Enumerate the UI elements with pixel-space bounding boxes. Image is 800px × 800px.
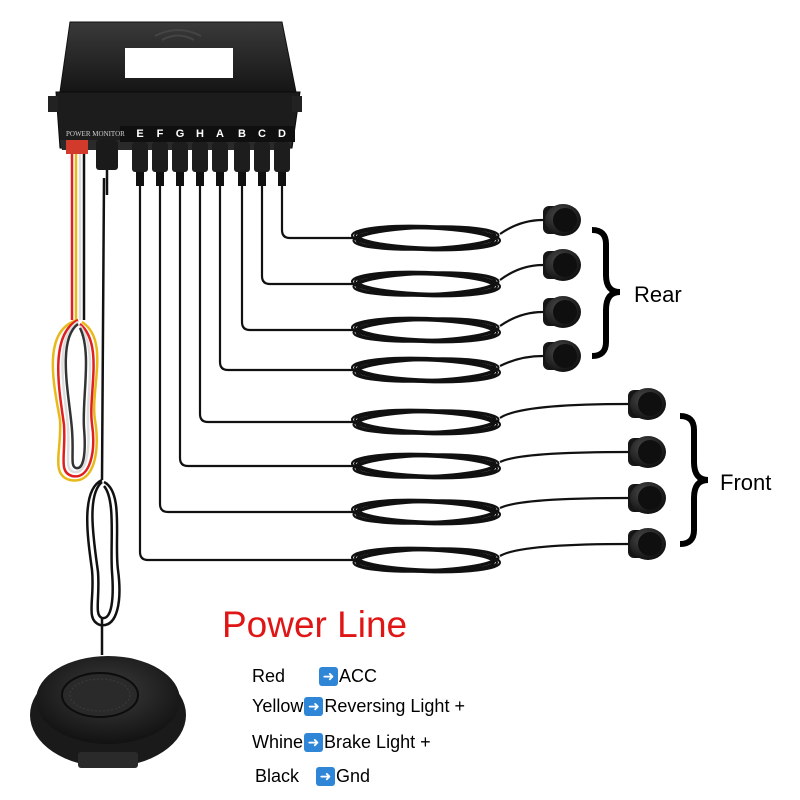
channel-letter-c: C [258, 128, 266, 140]
wire-target-label: Gnd [336, 766, 371, 786]
connector-boot [216, 172, 224, 186]
right-arrow-icon: ➜ [319, 667, 338, 686]
connector-boot [136, 172, 144, 186]
wire-target-label: Brake Light + [324, 732, 431, 752]
sensor-cable [280, 186, 355, 240]
wire-color-label: Black [255, 766, 300, 786]
channel-letter-h: H [196, 128, 204, 140]
connector-boot [196, 172, 204, 186]
rear-label: Rear [634, 282, 682, 307]
sensor-cable [158, 186, 355, 514]
channel-connectors [132, 142, 290, 186]
cable-coil [350, 546, 502, 574]
sensor-lead [499, 218, 544, 235]
channel-letter-a: A [216, 128, 224, 140]
power-line-title: Power Line [222, 604, 408, 645]
wire-color-label: Whine [252, 732, 304, 752]
right-arrow-icon: ➜ [316, 767, 335, 786]
wire-color-label: Red [252, 666, 286, 686]
cable-coil [350, 224, 502, 252]
ultrasonic-sensor [543, 249, 581, 281]
power-wire-bundle [51, 140, 99, 482]
connector-plug [274, 142, 290, 172]
buzzer-cable [86, 140, 121, 655]
channel-label-strip [120, 126, 295, 142]
connector-plug [152, 142, 168, 172]
sensor-lead [499, 496, 629, 509]
wire-target-label: Reversing Light + [324, 696, 465, 716]
channel-letter-f: F [157, 128, 164, 140]
ultrasonic-sensor [628, 528, 666, 560]
sensor-lead [499, 450, 629, 463]
sensor-cable [218, 186, 355, 372]
connector-plug [254, 142, 270, 172]
sensor-lead [499, 263, 544, 281]
right-arrow-icon: ➜ [304, 697, 324, 716]
channel-letter-b: B [238, 128, 246, 140]
front-label: Front [720, 470, 772, 495]
connector-boot [156, 172, 164, 186]
ultrasonic-sensor [628, 388, 666, 420]
connector-plug [192, 142, 208, 172]
connector-boot [258, 172, 266, 186]
wire-color-label: Yellow [252, 696, 304, 716]
connector-boot [176, 172, 184, 186]
power-monitor-port-label: POWER MONITOR [66, 130, 125, 138]
ultrasonic-sensor [543, 204, 581, 236]
sensor-cable [240, 186, 355, 332]
channel-letter-e: E [136, 128, 143, 140]
sensor-cable [260, 186, 355, 286]
ultrasonic-sensor [628, 436, 666, 468]
cable-coil [350, 408, 502, 436]
ultrasonic-sensor [543, 340, 581, 372]
legend-row-white: Whine ➜ Brake Light + [252, 732, 431, 753]
connector-boot [238, 172, 246, 186]
sensor-cable [198, 186, 355, 424]
front-brace [679, 413, 709, 547]
connector-plug [172, 142, 188, 172]
rear-brace [591, 227, 621, 359]
legend-row-red: Red ➜ ACC [252, 666, 377, 687]
sensors [543, 204, 666, 560]
channel-letter-d: D [278, 128, 286, 140]
connector-boot [278, 172, 286, 186]
cable-coils [350, 224, 502, 574]
connector-plug [132, 142, 148, 172]
channel-letter-g: G [176, 128, 185, 140]
wire-target-label: ACC [339, 666, 378, 686]
sensor-cables [138, 186, 629, 562]
sensor-cable [138, 186, 355, 562]
connector-plug [234, 142, 250, 172]
cable-coil [350, 498, 502, 526]
cable-coil [350, 452, 502, 480]
cable-coil [350, 270, 502, 298]
legend-row-black: Black ➜ Gnd [255, 766, 370, 787]
sensor-lead [499, 542, 629, 557]
sensor-lead [499, 402, 629, 419]
cable-coil [350, 356, 502, 384]
ultrasonic-sensor [543, 296, 581, 328]
cable-coil [350, 316, 502, 344]
sensor-lead [499, 354, 544, 367]
control-box [48, 21, 302, 150]
sensor-cable [178, 186, 355, 468]
sensor-lead [499, 310, 544, 327]
display-window [125, 48, 233, 78]
ultrasonic-sensor [628, 482, 666, 514]
buzzer [30, 656, 186, 768]
right-arrow-icon: ➜ [304, 733, 324, 752]
connector-plug [212, 142, 228, 172]
legend-row-yellow: Yellow ➜ Reversing Light + [252, 696, 465, 717]
